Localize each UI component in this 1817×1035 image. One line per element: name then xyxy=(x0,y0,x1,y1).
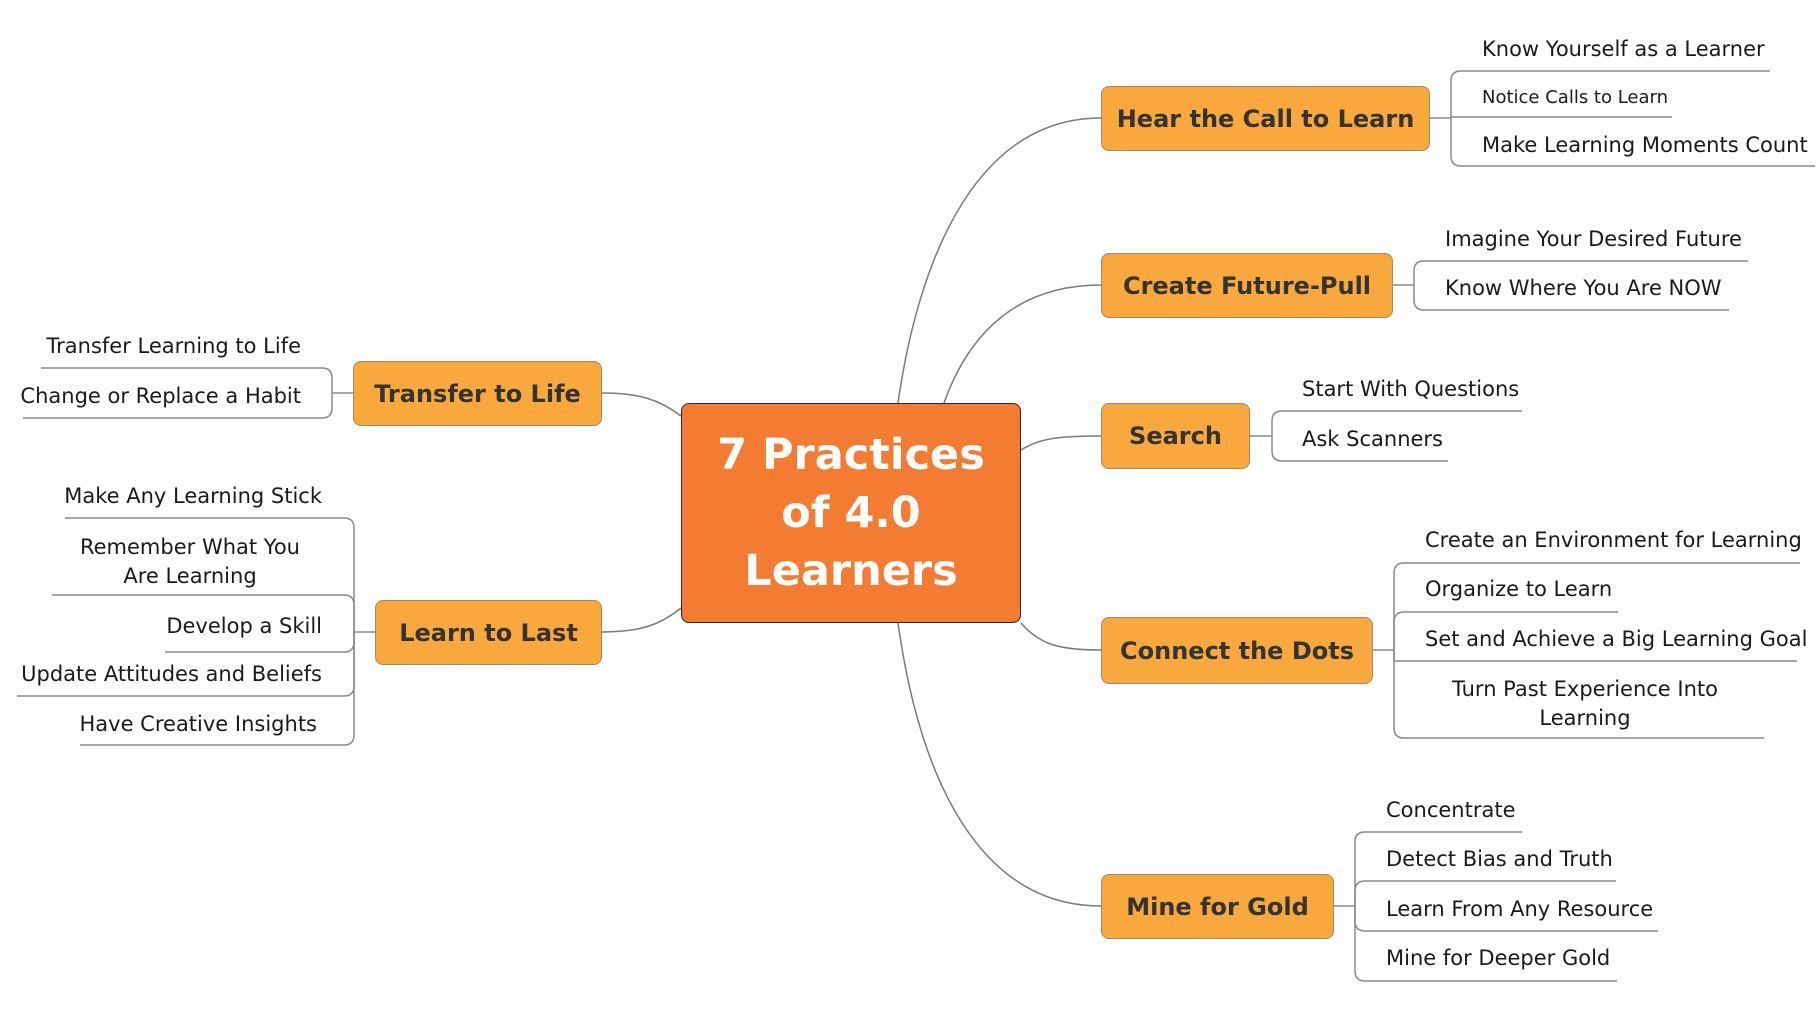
subtopic-item[interactable]: Mine for Deeper Gold xyxy=(1386,946,1611,970)
topic-learn-to-last[interactable]: Learn to Last xyxy=(375,600,602,665)
topic-connect-the-dots[interactable]: Connect the Dots xyxy=(1101,617,1373,684)
subtopic-item[interactable]: Know Where You Are NOW xyxy=(1445,276,1722,300)
subtopic-item[interactable]: Imagine Your Desired Future xyxy=(1445,227,1742,251)
subtopic-item[interactable]: Detect Bias and Truth xyxy=(1386,847,1613,871)
subtopic-item[interactable]: Change or Replace a Habit xyxy=(20,384,301,408)
topic-mine-for-gold[interactable]: Mine for Gold xyxy=(1101,874,1334,939)
subtopic-item[interactable]: Have Creative Insights xyxy=(79,712,318,736)
subtopic-item[interactable]: Create an Environment for Learning xyxy=(1425,528,1802,552)
topic-hear-the-call[interactable]: Hear the Call to Learn xyxy=(1101,86,1430,151)
subtopic-item[interactable]: Concentrate xyxy=(1386,798,1516,822)
subtopic-item[interactable]: Transfer Learning to Life xyxy=(46,334,301,358)
subtopic-item[interactable]: Update Attitudes and Beliefs xyxy=(21,662,322,686)
subtopic-item[interactable]: Organize to Learn xyxy=(1425,577,1613,601)
subtopic-item[interactable]: Turn Past Experience Into Learning xyxy=(1451,677,1718,730)
subtopic-item[interactable]: Make Any Learning Stick xyxy=(64,484,322,508)
branch-dots xyxy=(1020,622,1102,651)
subtopic-item[interactable]: Set and Achieve a Big Learning Goal xyxy=(1425,627,1808,651)
subtopic-item[interactable]: Make Learning Moments Count xyxy=(1482,133,1808,157)
subtopic-item[interactable]: Know Yourself as a Learner xyxy=(1482,37,1765,61)
subtopic-item[interactable]: Develop a Skill xyxy=(166,614,322,638)
branch-gold xyxy=(897,622,1102,907)
branch-hear xyxy=(897,117,1102,404)
branch-last xyxy=(601,607,682,633)
subtopic-item[interactable]: Notice Calls to Learn xyxy=(1482,87,1669,108)
topic-transfer-to-life[interactable]: Transfer to Life xyxy=(353,361,602,426)
branch-search xyxy=(1020,435,1102,451)
topic-create-future-pull[interactable]: Create Future-Pull xyxy=(1101,253,1393,318)
subtopic-item[interactable]: Learn From Any Resource xyxy=(1386,897,1654,921)
topic-search[interactable]: Search xyxy=(1101,403,1250,469)
subtopic-item[interactable]: Start With Questions xyxy=(1302,377,1520,401)
central-topic[interactable]: 7 Practices of 4.0 Learners xyxy=(681,403,1021,623)
subtopic-item[interactable]: Remember What You Are Learning xyxy=(79,535,300,588)
subtopic-item[interactable]: Ask Scanners xyxy=(1302,427,1444,451)
branch-future xyxy=(943,284,1102,404)
branch-transfer xyxy=(601,392,682,417)
